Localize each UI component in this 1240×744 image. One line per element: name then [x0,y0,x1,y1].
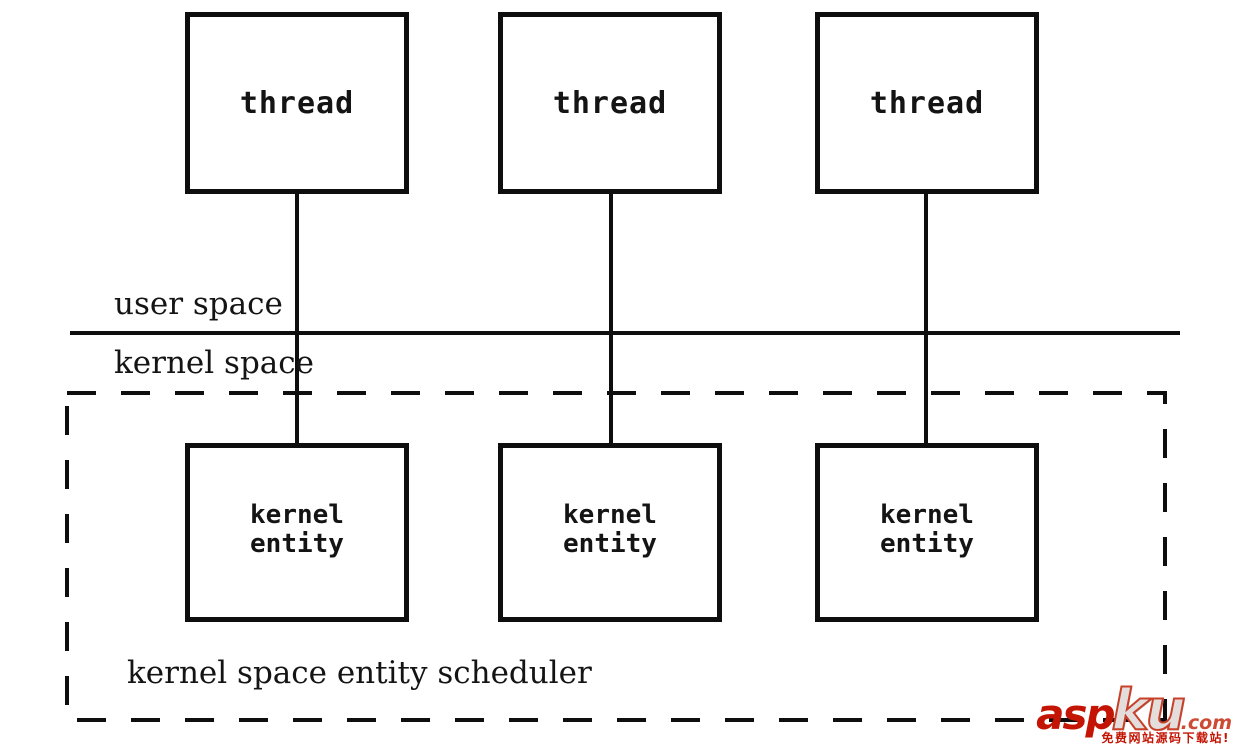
watermark-brand: asp ku .com [1036,678,1232,743]
kernel-space-label: kernel space [114,345,314,381]
thread-box-3-label: thread [869,85,985,121]
watermark-tagline: 免费网站源码下载站! [1101,731,1230,744]
watermark-ku-text: ku [1111,678,1187,743]
thread-box-1: thread [185,12,409,194]
kernel-entity-box-2-label: kernel entity [563,499,657,559]
thread-box-2-label: thread [552,85,668,121]
kernel-entity-box-3-label: kernel entity [880,499,974,559]
watermark: asp ku .com 免费网站源码下载站! [1036,678,1232,744]
kernel-entity-box-3: kernel entity [815,443,1039,622]
scheduler-dashed-border [65,391,1167,722]
kernel-entity-box-1-label: kernel entity [250,499,344,559]
kernel-entity-box-2: kernel entity [498,443,722,622]
user-space-label: user space [114,286,283,322]
thread-box-1-label: thread [239,85,355,121]
thread-box-2: thread [498,12,722,194]
watermark-asp-text: asp [1036,690,1115,739]
kernel-space-entity-scheduler-label: kernel space entity scheduler [127,655,592,691]
watermark-com-text: .com [1180,712,1232,734]
kernel-entity-box-1: kernel entity [185,443,409,622]
thread-box-3: thread [815,12,1039,194]
